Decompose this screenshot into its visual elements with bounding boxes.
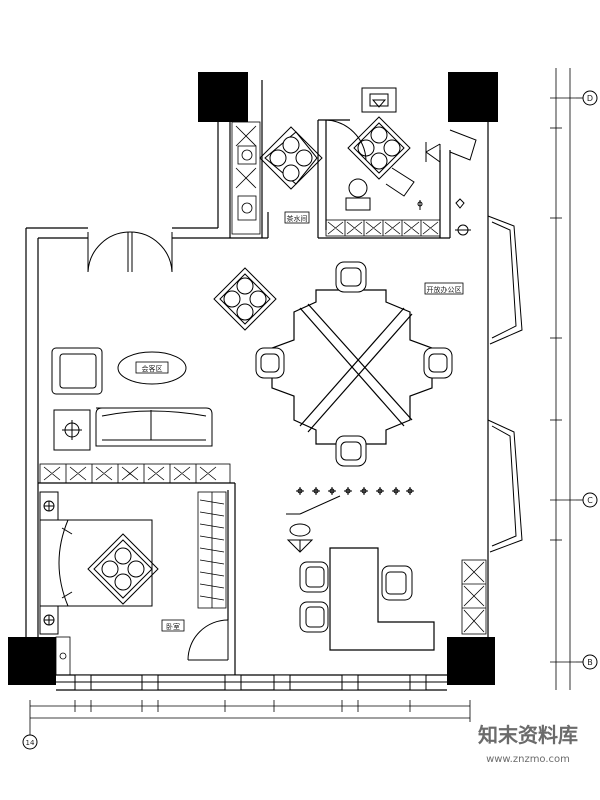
column-top-left (198, 72, 248, 122)
walls (25, 80, 489, 691)
lounge-sofa (95, 407, 213, 447)
bedroom-bathroom-sink (55, 636, 71, 676)
watermark-url: www.znzmo.com (486, 754, 570, 765)
bottom-window-frames (56, 674, 447, 691)
room-tag-open-office: 开放办公区 (424, 282, 464, 295)
room-tag-bedroom: 卧室 (161, 619, 185, 632)
right-bay-windows (487, 215, 523, 553)
watermark: 知末资料库 www.znzmo.com (478, 723, 578, 765)
dimension-right (550, 68, 584, 690)
cross-workstation (271, 289, 433, 445)
room-label-bedroom: 卧室 (166, 622, 180, 631)
grid-label-b: B (587, 658, 593, 667)
room-label-lounge: 会客区 (142, 364, 163, 373)
manager-chairs (299, 561, 413, 633)
room-tag-pantry: 茶水间 (284, 211, 310, 224)
grid-label-c: C (587, 496, 593, 505)
dining-table-pantry (259, 126, 323, 190)
downlight-row (286, 487, 414, 515)
storage-row (325, 219, 441, 237)
grid-bubble-b: B (582, 654, 598, 670)
column-bottom-right (447, 637, 495, 685)
small-meeting-table (347, 116, 411, 180)
grid-bubble-14: 14 (22, 734, 38, 750)
column-bottom-left (8, 637, 56, 685)
grid-label-14: 14 (26, 739, 35, 747)
pantry-cabinet (231, 121, 261, 235)
grid-bubble-c: C (582, 492, 598, 508)
column-top-right (448, 72, 498, 122)
room-label-pantry: 茶水间 (287, 214, 308, 223)
workstation-chairs (255, 261, 453, 467)
lounge-plant-table (213, 267, 277, 331)
bedroom-door (187, 619, 229, 661)
entry-double-door (87, 231, 173, 273)
manager-desk (329, 547, 435, 651)
lounge-armchair (51, 347, 103, 395)
grid-bubble-d: D (582, 90, 598, 106)
right-bookcase (461, 559, 487, 635)
side-table-lamp (53, 409, 91, 451)
room-label-open-office: 开放办公区 (427, 285, 462, 294)
coffee-table: 会客区 (117, 351, 187, 385)
level-marker (286, 523, 314, 553)
dimension-bottom (29, 700, 471, 742)
bedroom-top-cabinets (39, 463, 231, 484)
bedroom-nightstands (39, 491, 59, 635)
watermark-brand: 知末资料库 (478, 723, 578, 747)
top-right-fixtures (325, 87, 477, 236)
grid-label-d: D (587, 94, 593, 103)
bedroom-wardrobe (197, 491, 227, 609)
bedroom-plant-table (87, 533, 159, 605)
